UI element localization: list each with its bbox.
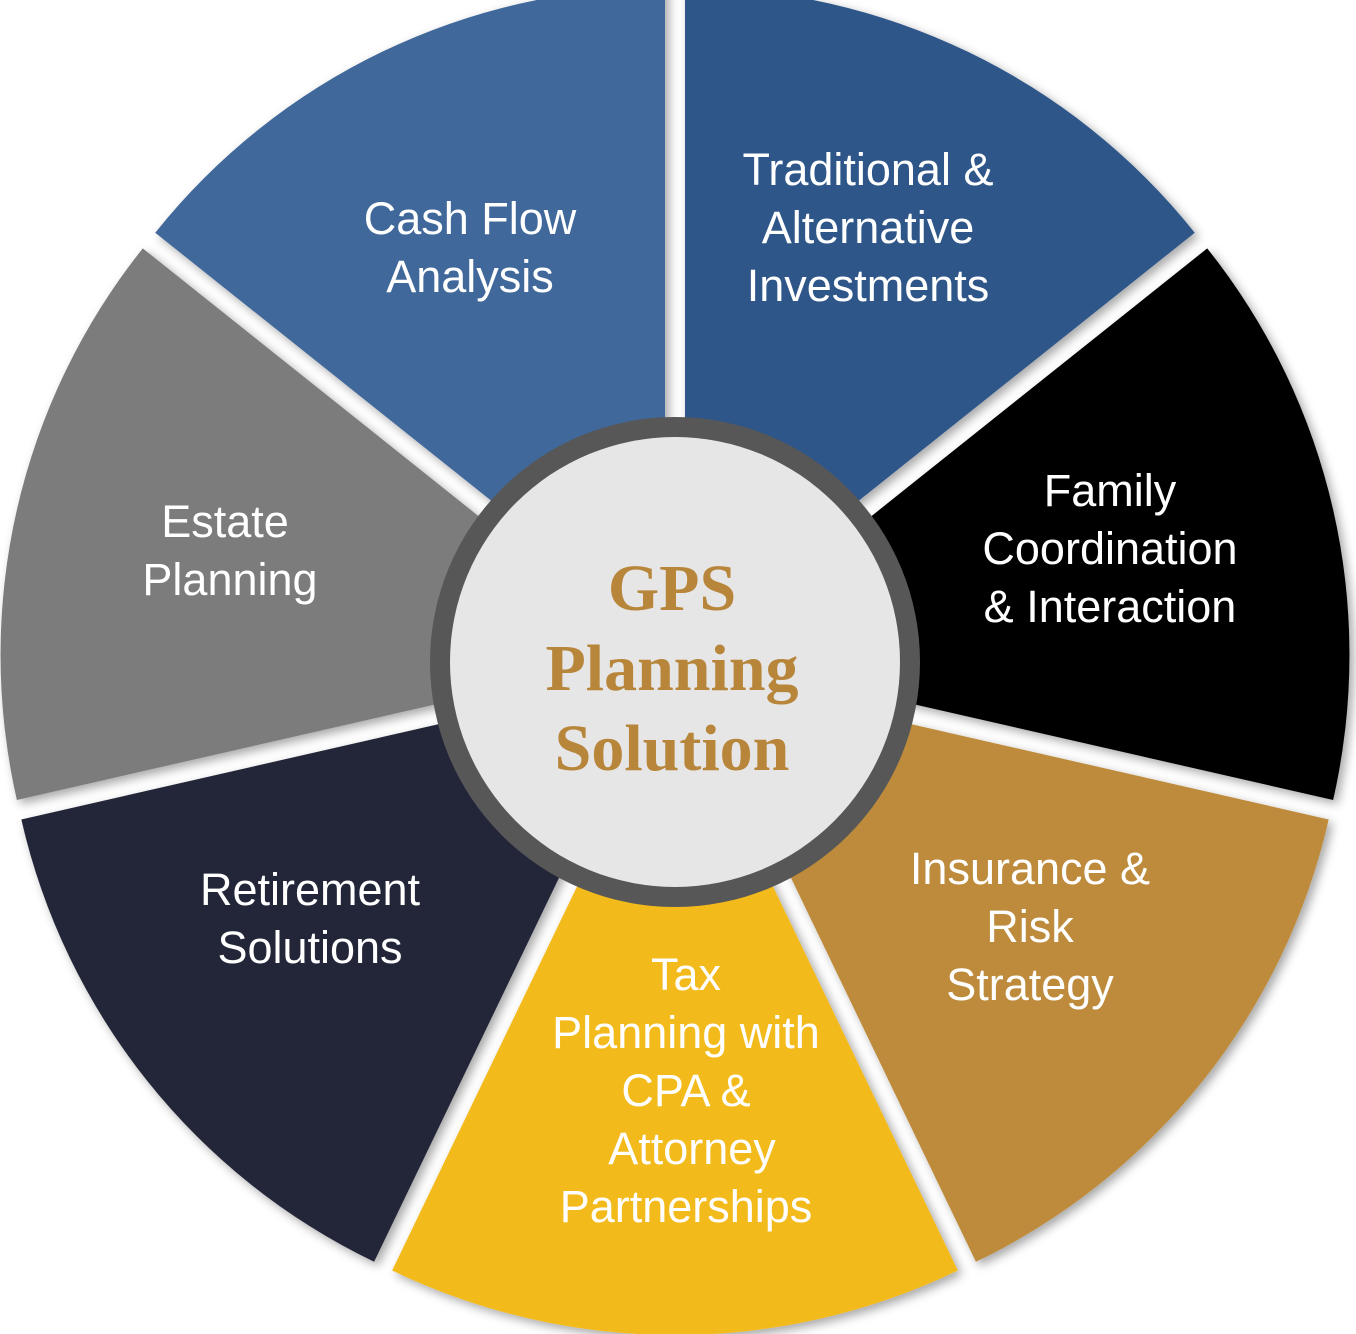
label-cash-flow-analysis: Cash Flow Analysis (364, 193, 577, 302)
segment-label-line: Alternative (762, 202, 975, 253)
label-insurance-risk-strategy: Insurance & Risk Strategy (910, 843, 1150, 1010)
segment-tax-planning (392, 683, 958, 1334)
label-tax-planning: Tax Planning with CPA & Attorney Partner… (552, 949, 820, 1232)
segment-label-line: Cash Flow (364, 193, 577, 244)
segment-label-line: Insurance & (910, 843, 1150, 894)
center-title-line: GPS (608, 552, 736, 625)
segment-label-line: Planning with (552, 1007, 820, 1058)
segment-label-line: Strategy (946, 959, 1114, 1010)
segment-label-line: CPA & (621, 1065, 750, 1116)
segment-label-line: Coordination (982, 523, 1237, 574)
center-title-line: Planning (545, 632, 798, 705)
segment-label-line: Estate (161, 496, 289, 547)
segment-label-line: Attorney (608, 1123, 776, 1174)
label-retirement-solutions: Retirement Solutions (200, 864, 421, 973)
segment-label-line: Solutions (217, 922, 402, 973)
segment-label-line: Planning (142, 554, 317, 605)
center-title-line: Solution (555, 712, 790, 785)
segment-label-line: Risk (986, 901, 1074, 952)
segment-label-line: & Interaction (984, 581, 1237, 632)
label-traditional-alternative-investments: Traditional & Alternative Investments (743, 144, 994, 311)
center-hub: GPS Planning Solution (430, 417, 920, 907)
segment-label-line: Retirement (200, 864, 421, 915)
segment-label-line: Partnerships (560, 1181, 813, 1232)
segment-label-line: Family (1044, 465, 1177, 516)
center-circle (450, 437, 900, 887)
label-estate-planning: Estate Planning (142, 496, 317, 605)
segment-label-line: Tax (651, 949, 722, 1000)
segment-label-line: Traditional & (743, 144, 994, 195)
label-family-coordination-interaction: Family Coordination & Interaction (982, 465, 1237, 632)
segment-label-line: Analysis (386, 251, 554, 302)
segment-label-line: Investments (747, 260, 990, 311)
